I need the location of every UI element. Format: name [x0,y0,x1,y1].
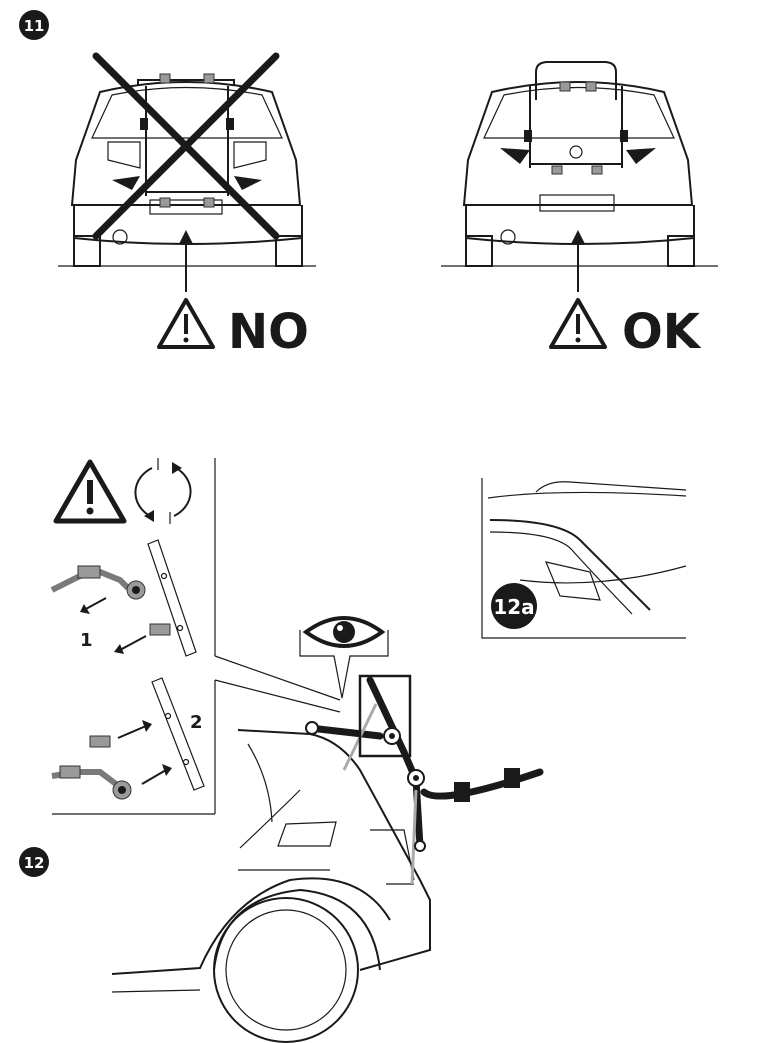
car-side-view [111,729,431,1043]
figure-12: 1 2 [19,458,687,1043]
verdict-no: NO [228,304,309,360]
step-1-label: 1 [80,630,93,651]
bike-rack-correct [524,61,628,175]
eye-icon [302,616,386,648]
figure-12-number: 12 [24,854,45,872]
step-1-detail: 1 [50,539,197,657]
warning-triangle-icon [157,298,215,349]
step-2-detail: 2 [51,677,205,800]
figure-11: 11 [19,10,718,360]
warning-triangle-icon [549,298,607,349]
car-rear-wrong-mount [70,52,303,267]
step-2-label: 2 [190,712,203,733]
warning-triangle-icon [53,459,127,524]
figure-11-badge: 11 [19,10,49,40]
inset-badge: 12a [493,595,534,619]
inset-12a: 12a [481,478,687,639]
down-arrow-icon [179,230,193,292]
x-cross-icon [92,52,280,240]
detail-highlight-box [358,674,412,758]
eye-callout [299,616,389,699]
verdict-ok: OK [622,304,702,360]
figure-11-number: 11 [24,17,45,35]
bike-rack-mounted [305,674,544,885]
figure-12-badge: 12 [19,847,49,877]
instruction-panel [52,458,341,815]
down-arrow-icon [571,230,585,292]
rotate-cycle-icon [134,458,192,524]
bike-rack-wrong [137,73,235,208]
